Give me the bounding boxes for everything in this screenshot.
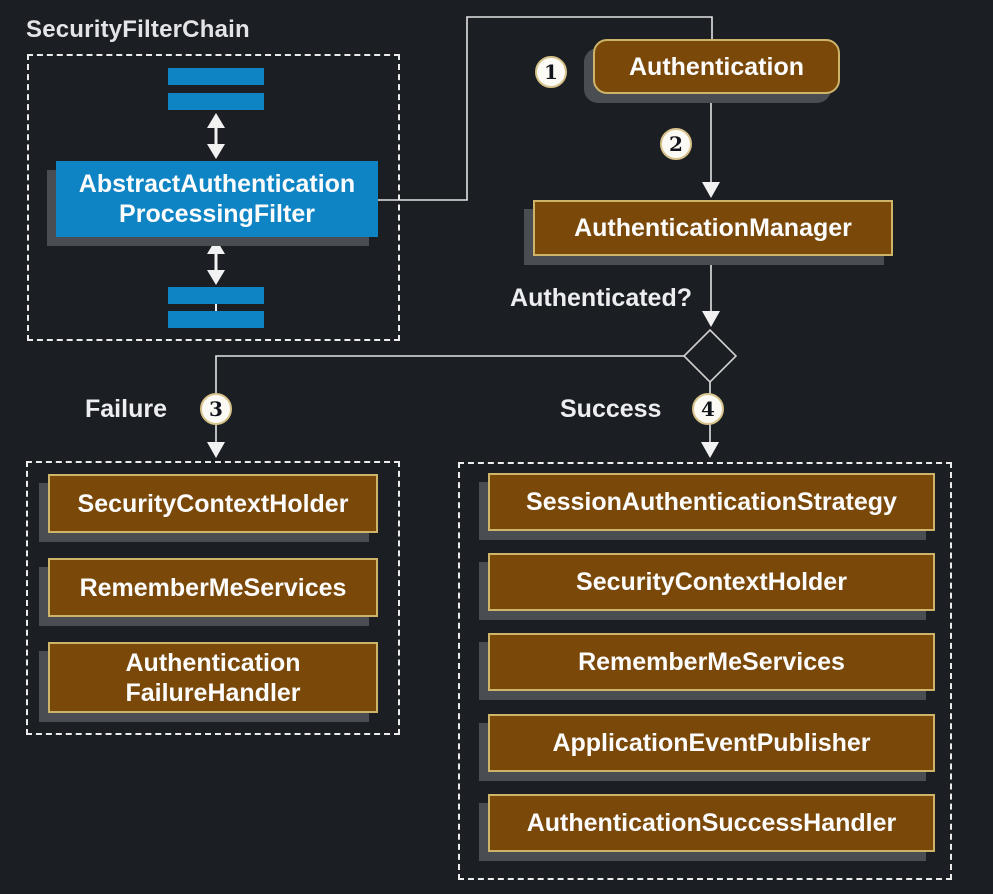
node-authentication-manager: AuthenticationManager — [533, 200, 893, 256]
arrowhead-to-decision — [702, 311, 720, 327]
step-badge-1: 1 — [535, 56, 567, 88]
node-security-context-holder-success: SecurityContextHolder — [488, 553, 935, 611]
step-badge-4: 4 — [692, 393, 724, 425]
node-abstract-authentication-processing-filter: AbstractAuthentication ProcessingFilter — [56, 161, 378, 237]
node-remember-me-services-failure: RememberMeServices — [48, 558, 378, 617]
filter-chain-bar-top-2 — [168, 93, 264, 110]
step-badge-3: 3 — [200, 393, 232, 425]
bidirectional-arrow-top — [207, 113, 225, 159]
filter-label-line-2: ProcessingFilter — [119, 200, 315, 228]
label-failure: Failure — [85, 395, 167, 423]
label-authenticated-question: Authenticated? — [510, 284, 692, 312]
step-badge-2: 2 — [660, 128, 692, 160]
success-branch-box — [458, 462, 952, 880]
node-remember-me-services-success: RememberMeServices — [488, 633, 935, 691]
node-authentication-success-handler: AuthenticationSuccessHandler — [488, 794, 935, 852]
node-security-context-holder-failure: SecurityContextHolder — [48, 474, 378, 533]
filter-label-line-1: AbstractAuthentication — [78, 170, 356, 198]
security-filter-chain-label: SecurityFilterChain — [26, 16, 250, 43]
failure-branch-box — [26, 461, 400, 735]
node-authentication-failure-handler: Authentication FailureHandler — [48, 642, 378, 713]
security-filter-chain-box — [27, 54, 400, 341]
arrowhead-to-manager — [702, 182, 720, 198]
arrowhead-failure — [207, 442, 225, 458]
filter-chain-bar-bottom-1 — [168, 287, 264, 304]
label-success: Success — [560, 395, 662, 423]
filter-chain-bar-bottom-2 — [168, 311, 264, 328]
connector-filter-to-authentication — [378, 16, 713, 201]
node-authentication: Authentication — [593, 39, 840, 94]
node-application-event-publisher: ApplicationEventPublisher — [488, 714, 935, 772]
filter-chain-bar-top-1 — [168, 68, 264, 85]
bidirectional-arrow-bottom — [207, 239, 225, 285]
node-session-authentication-strategy: SessionAuthenticationStrategy — [488, 473, 935, 531]
decision-diamond — [682, 328, 738, 384]
arrowhead-success — [701, 442, 719, 458]
